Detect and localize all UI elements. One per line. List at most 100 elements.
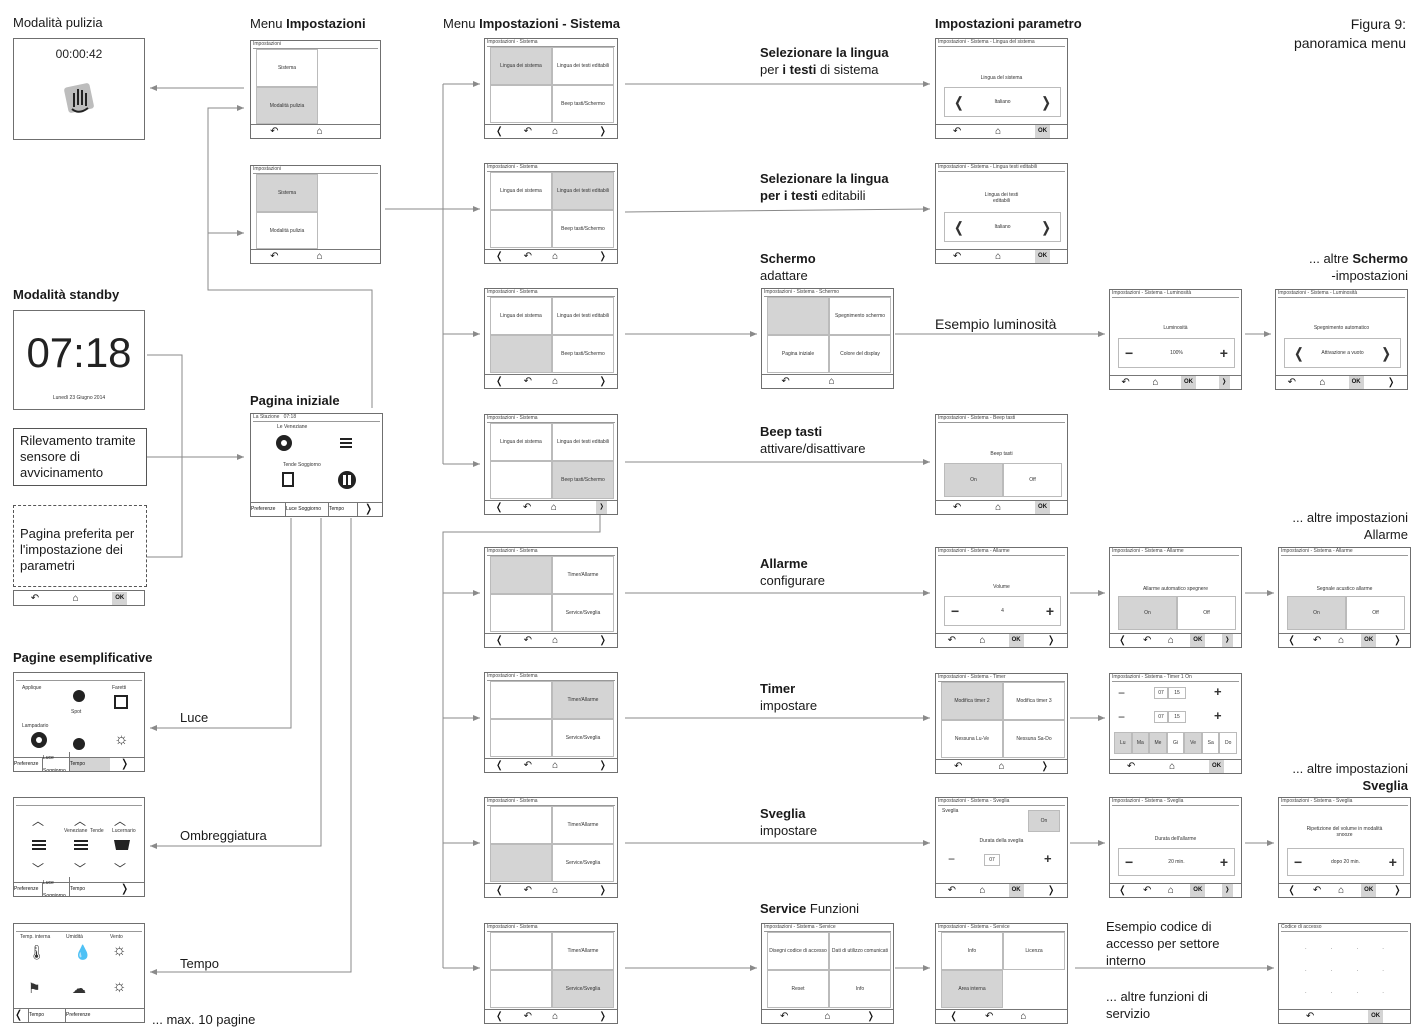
back-icon[interactable]: ↶ [523, 376, 533, 387]
service-item-1[interactable]: Disegni codice di accesso [767, 932, 829, 970]
ok-button[interactable]: OK [1361, 634, 1377, 647]
sistema-item-2[interactable]: Lingua dei testi editabili [552, 423, 614, 461]
sistema-item-3[interactable] [490, 335, 552, 373]
keypad-key[interactable]: · [1330, 946, 1333, 952]
ok-button[interactable]: OK [1008, 884, 1024, 897]
next-arrow-icon[interactable]: ❭ [1040, 219, 1052, 235]
down-arrow-icon[interactable]: ﹀ [114, 862, 127, 876]
value-selector[interactable]: ❬Italiano❭ [944, 212, 1061, 242]
home-icon[interactable]: ⌂ [998, 761, 1005, 772]
sun-icon[interactable] [30, 731, 48, 749]
param-sveglia-2[interactable]: Impostazioni - Sistema - Sveglia Durata … [1109, 797, 1242, 898]
next-arrow-icon[interactable]: ❭ [1393, 885, 1402, 896]
ok-button[interactable]: OK [1190, 634, 1206, 647]
back-icon[interactable]: ↶ [1143, 885, 1152, 896]
ok-button[interactable]: OK [1190, 884, 1206, 897]
keypad-key[interactable]: · [1330, 990, 1333, 996]
value-selector[interactable]: ❬Italiano❭ [944, 87, 1061, 117]
plus-button[interactable]: + [1214, 684, 1222, 699]
ok-button[interactable]: OK [1035, 125, 1051, 138]
ok-button[interactable]: OK [1035, 250, 1051, 263]
plus-button[interactable]: + [1214, 708, 1222, 723]
home-icon[interactable]: ⌂ [316, 126, 323, 137]
back-icon[interactable]: ↶ [952, 251, 962, 262]
tab-preferenze[interactable]: Preferenze [251, 503, 286, 516]
menu-item-pulizia[interactable]: Modalità pulizia [256, 212, 318, 249]
home-icon[interactable]: ⌂ [552, 760, 559, 771]
back-icon[interactable]: ↶ [1126, 761, 1136, 772]
sistema-item-4[interactable]: Service/Sveglia [552, 594, 614, 632]
back-icon[interactable]: ↶ [780, 1011, 789, 1022]
sistema-item-1[interactable] [490, 932, 552, 970]
example-ombreggiatura-screen[interactable]: Veneziane Tende Lucernario ︿ ︿ ︿ ﹀ ﹀ ﹀ P… [13, 797, 145, 897]
value-stepper[interactable]: −100%+ [1118, 338, 1235, 368]
home-icon[interactable]: ⌂ [1338, 885, 1345, 896]
back-icon[interactable]: ↶ [781, 376, 790, 387]
awning-icon[interactable] [114, 840, 130, 852]
blinds-icon[interactable] [32, 840, 46, 852]
back-icon[interactable]: ↶ [1312, 635, 1322, 646]
tab-luce-soggiorno[interactable]: Luce Soggiorno [43, 751, 70, 771]
ok-button[interactable]: OK [1348, 376, 1364, 389]
service-area-interna[interactable]: Area interna [941, 970, 1003, 1008]
value-field[interactable]: 07 [984, 854, 1000, 866]
day-0[interactable]: Lu [1114, 732, 1132, 754]
back-icon[interactable]: ↶ [523, 760, 533, 771]
home-icon[interactable]: ⌂ [552, 885, 559, 896]
tab-luce-soggiorno[interactable]: Luce Soggiorno [286, 503, 329, 516]
home-icon[interactable]: ⌂ [552, 126, 559, 137]
prev-arrow-icon[interactable]: ❬ [1293, 345, 1305, 361]
param-sveglia-1[interactable]: Impostazioni - Sistema - Sveglia Sveglia… [935, 797, 1068, 898]
blinds-icon[interactable] [339, 436, 353, 450]
service-item-2[interactable]: Dati di utilizzo comunicati [829, 932, 891, 970]
plus-button[interactable]: + [1045, 603, 1054, 619]
next-arrow-icon[interactable]: ❭ [598, 251, 607, 262]
day-3[interactable]: Gi [1166, 732, 1185, 754]
back-icon[interactable]: ↶ [947, 885, 957, 896]
service-item-4[interactable]: Info [829, 970, 891, 1008]
sistema-item-1[interactable]: Lingua dei sistema [490, 47, 552, 85]
value-stepper[interactable]: −dopo 20 min.+ [1287, 848, 1404, 876]
back-icon[interactable]: ↶ [952, 502, 962, 513]
service-licenza[interactable]: Licenza [1003, 932, 1065, 970]
next-arrow-icon[interactable]: ❭ [598, 760, 607, 771]
prev-arrow-icon[interactable]: ❬ [495, 126, 504, 137]
minus-button[interactable]: − [1125, 345, 1134, 361]
next-arrow-icon[interactable]: ❭ [1040, 761, 1049, 772]
keypad-key[interactable]: · [1305, 946, 1307, 952]
sistema-item-1[interactable] [490, 806, 552, 844]
next-arrow-icon[interactable]: ❭ [598, 885, 607, 896]
next-arrow-icon[interactable]: ❭ [596, 501, 608, 514]
dimmer-icon[interactable] [114, 695, 128, 709]
sistema-item-1[interactable]: Lingua dei sistema [490, 172, 552, 210]
tab-tempo[interactable]: Tempo [70, 886, 86, 892]
back-icon[interactable]: ↶ [270, 251, 279, 262]
sistema-item-4[interactable]: Beep tasti/Schermo [552, 85, 614, 123]
menu-screen-1[interactable]: Impostazioni Sistema Modalità pulizia ↶⌂ [250, 40, 381, 139]
down-arrow-icon[interactable]: ﹀ [32, 862, 45, 876]
schermo-item-3[interactable]: Pagina iniziale [767, 335, 829, 373]
plus-button[interactable]: + [1388, 854, 1397, 870]
sistema-item-4[interactable]: Service/Sveglia [552, 970, 614, 1008]
prev-arrow-icon[interactable]: ❬ [495, 760, 504, 771]
prev-arrow-icon[interactable]: ❬ [495, 635, 504, 646]
param-codice[interactable]: Codice di accesso ············ ↶OK [1278, 923, 1411, 1024]
param-allarme-1[interactable]: Impostazioni - Sistema - Allarme Volume … [935, 547, 1068, 648]
next-arrow-icon[interactable]: ❭ [598, 126, 607, 137]
next-arrow-icon[interactable]: ❭ [1221, 634, 1233, 647]
schermo-item-1[interactable] [767, 297, 829, 335]
prev-arrow-icon[interactable]: ❬ [1118, 885, 1127, 896]
menu-item-sistema[interactable]: Sistema [256, 174, 318, 212]
value-stepper[interactable]: −4+ [944, 596, 1061, 626]
ok-button[interactable]: OK [1368, 1010, 1384, 1023]
ok-button[interactable]: OK [112, 591, 128, 605]
tab-preferenze[interactable]: Preferenze [14, 758, 43, 771]
minute-field[interactable]: 15 [1168, 687, 1186, 699]
back-icon[interactable]: ↶ [523, 885, 533, 896]
keypad-key[interactable]: · [1356, 968, 1359, 974]
hour-field[interactable]: 07 [1154, 711, 1168, 723]
day-5[interactable]: Sa [1201, 732, 1220, 754]
keypad-key[interactable]: · [1382, 946, 1384, 952]
